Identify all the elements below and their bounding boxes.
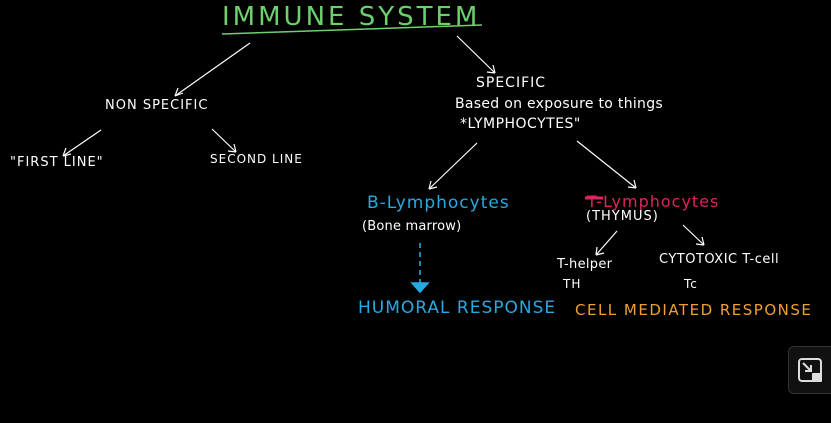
cell-mediated-response-label: CELL MEDIATED RESPONSE (575, 301, 813, 319)
specific-note-exposure: Based on exposure to things (455, 96, 664, 112)
arrowhead-t-cells (627, 179, 637, 189)
exit-fullscreen-button[interactable] (788, 346, 831, 394)
arrowhead-cytotoxic (695, 236, 705, 246)
t-helper-abbr: TH (563, 277, 582, 291)
first-line-label: "FIRST LINE" (10, 155, 104, 170)
arrowhead-b-cells (428, 180, 438, 190)
arrowhead-t-helper (595, 246, 605, 256)
humoral-response-label: HUMORAL RESPONSE (358, 298, 557, 318)
arrow-title-to-specific (456, 35, 496, 74)
arrowhead-specific (486, 64, 496, 74)
thymus-label: (THYMUS) (586, 209, 659, 224)
t-lymphocytes-label: T-Lymphocytes (587, 192, 720, 211)
second-line-label: SECOND LINE (210, 152, 303, 166)
arrowhead-first-line (62, 147, 72, 157)
arrow-to-second-line (211, 128, 237, 153)
arrowhead-humoral (410, 282, 430, 294)
arrowhead-second-line (227, 143, 237, 153)
title-underline (221, 24, 483, 35)
cytotoxic-abbr: Tc (684, 277, 698, 291)
b-lymphocytes-label: B-Lymphocytes (367, 193, 510, 213)
arrow-to-first-line (62, 129, 102, 157)
arrow-to-b-cells (428, 142, 478, 190)
nonspecific-label: NON SPECIFIC (105, 98, 209, 113)
diagram-title: IMMUNE SYSTEM (222, 2, 481, 32)
specific-label: SPECIFIC (476, 75, 547, 91)
specific-note-lymphocytes: *LYMPHOCYTES" (460, 116, 581, 132)
arrow-to-t-helper (595, 230, 618, 256)
exit-fullscreen-icon (798, 358, 822, 382)
t-helper-label: T-helper (557, 257, 613, 272)
arrow-to-cytotoxic (682, 224, 705, 246)
arrowhead-nonspecific (174, 87, 184, 97)
arrow-title-to-nonspecific (174, 42, 251, 97)
cytotoxic-t-cell-label: CYTOTOXIC T-cell (659, 252, 780, 267)
arrow-to-t-cells (576, 140, 637, 189)
bone-marrow-label: (Bone marrow) (362, 219, 462, 234)
